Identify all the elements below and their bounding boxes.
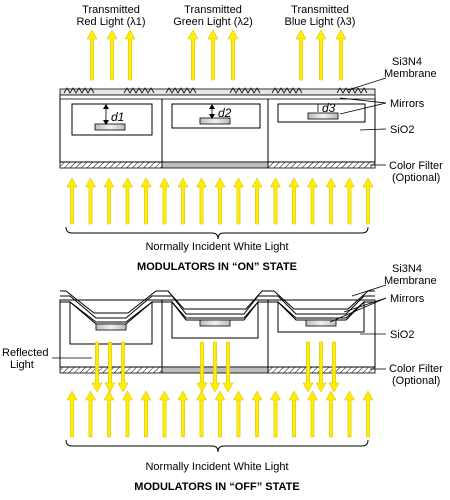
- reflected-label-line1: Reflected: [2, 347, 48, 359]
- incident-arrow: [85, 177, 96, 225]
- reflected-arrow: [328, 341, 340, 393]
- incident-arrow: [66, 390, 78, 438]
- incident-arrow: [159, 177, 170, 225]
- incident-arrow: [196, 390, 207, 438]
- incident-arrow: [103, 177, 115, 225]
- incident-arrow: [288, 177, 300, 225]
- off-mirrors-label: Mirrors: [390, 293, 425, 305]
- on-filter-label-line2: (Optional): [392, 172, 440, 184]
- off-filter-label-line2: (Optional): [392, 375, 440, 387]
- off-leaders: [52, 284, 387, 370]
- incident-arrow: [140, 390, 152, 438]
- reflected-arrow: [117, 341, 129, 393]
- transmitted-arrow: [335, 29, 347, 81]
- reflected-arrow: [209, 341, 221, 393]
- gap-d3-label: d3: [322, 101, 336, 115]
- on-incident-brace: [65, 226, 369, 240]
- blue-label-line2: Blue Light (λ3): [285, 16, 356, 28]
- off-incident-brace: [65, 439, 369, 453]
- incident-arrow: [177, 390, 189, 438]
- off-incident-arrows: [66, 390, 374, 438]
- off-filter-label-line1: Color Filter: [389, 363, 443, 375]
- transmitted-arrow: [86, 29, 98, 81]
- reflected-label-line2: Light: [10, 359, 34, 371]
- on-membrane-label-line2: Membrane: [384, 68, 437, 80]
- incident-arrow: [270, 177, 281, 225]
- green-label-line1: Transmitted: [184, 4, 242, 16]
- transmitted-arrow: [207, 29, 219, 81]
- incident-arrow: [325, 177, 337, 225]
- transmitted-arrow: [124, 29, 136, 81]
- incident-arrow: [196, 177, 207, 225]
- on-leaders: [339, 77, 387, 166]
- transmitted-arrow: [187, 29, 199, 81]
- off-membrane-label-line1: Si3N4: [392, 263, 422, 275]
- reflected-arrow: [222, 341, 234, 393]
- incident-arrow: [307, 390, 318, 438]
- incident-arrow: [214, 177, 226, 225]
- on-sio2-label: SiO2: [390, 124, 414, 136]
- incident-arrow: [159, 390, 170, 438]
- off-state-title: MODULATORS IN “OFF” STATE: [134, 481, 299, 493]
- transmitted-arrow: [106, 29, 118, 81]
- incident-arrow: [122, 390, 133, 438]
- incident-arrow: [288, 390, 300, 438]
- transmitted-arrow: [315, 29, 327, 81]
- transmitted-arrow: [227, 29, 239, 81]
- on-mirrors-label: Mirrors: [390, 98, 425, 110]
- reflected-arrow: [315, 341, 327, 393]
- on-filter-label-line1: Color Filter: [389, 160, 443, 172]
- reflected-arrow: [91, 341, 103, 393]
- on-state-title: MODULATORS IN “ON” STATE: [137, 261, 297, 273]
- reflected-arrow: [104, 341, 116, 393]
- gap-d2-label: d2: [218, 106, 232, 120]
- transmitted-arrow: [295, 29, 307, 81]
- off-membrane-label-line2: Membrane: [384, 275, 437, 287]
- gap-d1-label: d1: [111, 110, 124, 124]
- on-state-device: [59, 87, 376, 169]
- reflected-arrow: [196, 341, 208, 393]
- incident-arrow: [344, 177, 355, 225]
- on-membrane-label-line1: Si3N4: [392, 56, 422, 68]
- reflected-arrows: [91, 341, 340, 393]
- incident-arrow: [233, 390, 244, 438]
- incident-arrow: [344, 390, 355, 438]
- incident-arrow: [140, 177, 152, 225]
- incident-arrow: [251, 390, 263, 438]
- incident-arrow: [307, 177, 318, 225]
- incident-arrow: [233, 177, 244, 225]
- on-incident-arrows: [66, 177, 374, 225]
- incident-arrow: [251, 177, 263, 225]
- incident-arrow: [122, 177, 133, 225]
- incident-arrow: [214, 390, 226, 438]
- red-label-line1: Transmitted: [82, 4, 140, 16]
- off-incident-label: Normally Incident White Light: [145, 461, 288, 473]
- incident-arrow: [85, 390, 96, 438]
- green-label-line2: Green Light (λ2): [173, 16, 252, 28]
- off-sio2-label: SiO2: [390, 329, 414, 341]
- on-incident-label: Normally Incident White Light: [145, 241, 288, 253]
- incident-arrow: [325, 390, 337, 438]
- blue-label-line1: Transmitted: [291, 4, 349, 16]
- incident-arrow: [270, 390, 281, 438]
- incident-arrow: [177, 177, 189, 225]
- incident-arrow: [362, 390, 374, 438]
- incident-arrow: [66, 177, 78, 225]
- off-state-device: [59, 290, 376, 374]
- red-label-line2: Red Light (λ1): [76, 16, 145, 28]
- transmitted-arrows: [86, 29, 347, 81]
- incident-arrow: [362, 177, 374, 225]
- incident-arrow: [103, 390, 115, 438]
- reflected-arrow: [302, 341, 314, 393]
